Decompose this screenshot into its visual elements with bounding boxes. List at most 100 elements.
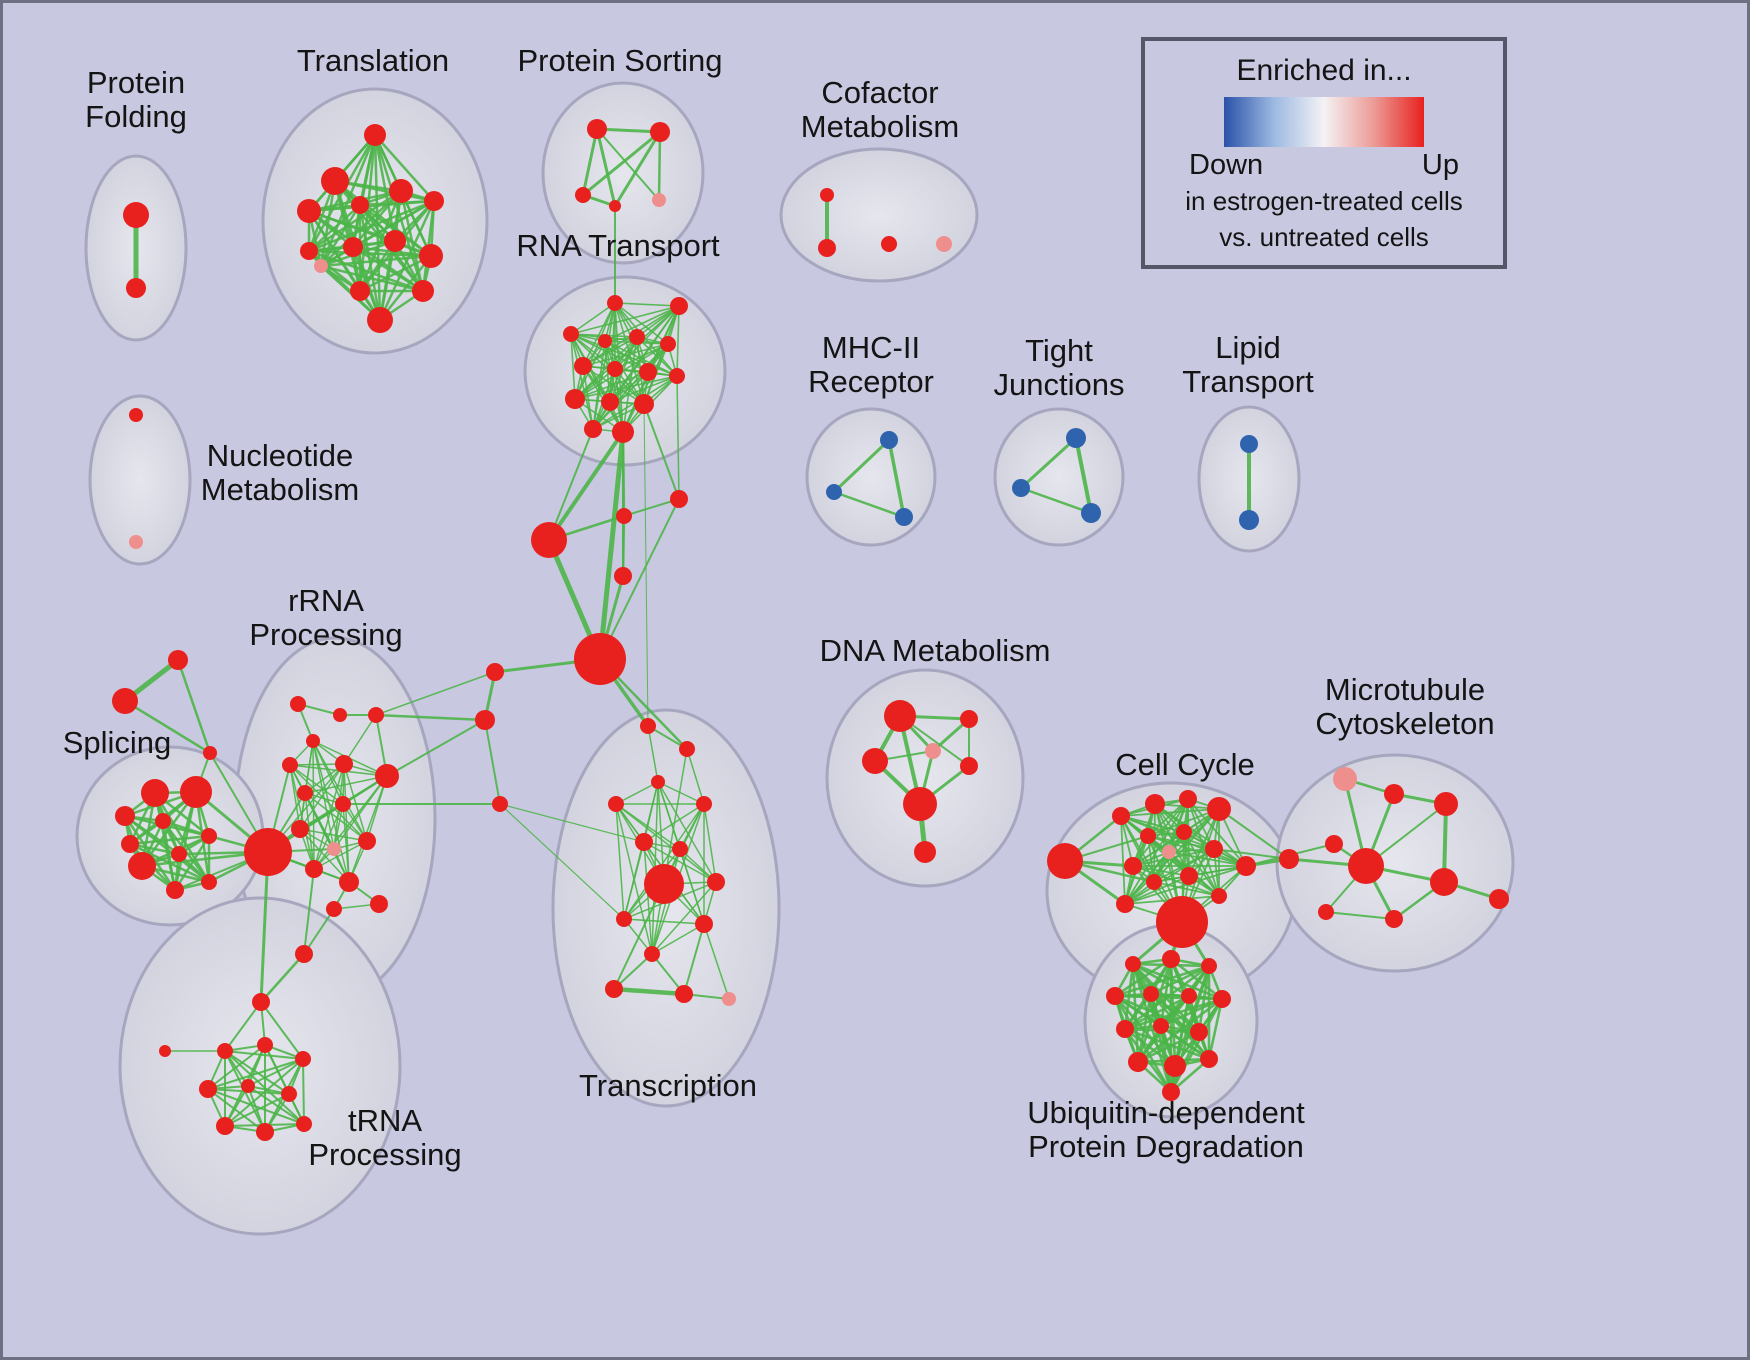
network-edge: [1213, 848, 1290, 860]
network-edge: [686, 748, 705, 805]
network-node-tx11: [695, 915, 713, 933]
network-node-rt6: [660, 336, 676, 352]
network-edge: [313, 775, 388, 870]
network-node-ub10: [1190, 1023, 1208, 1041]
cluster-label-protein-folding: Folding: [85, 99, 187, 134]
network-edge: [161, 819, 211, 838]
network-edge: [1147, 835, 1215, 850]
network-edge: [289, 764, 368, 842]
network-edge: [1132, 865, 1190, 877]
network-node-ub8: [1116, 1020, 1134, 1038]
network-edge: [651, 923, 705, 955]
network-node-rr3: [368, 707, 384, 723]
cluster-label-microtubule-cytoskeleton: Microtubule: [1325, 672, 1485, 707]
network-edge: [1124, 865, 1247, 905]
network-node-tp10: [296, 1116, 312, 1132]
network-node-mc6: [1348, 848, 1384, 884]
network-node-dm6: [903, 787, 937, 821]
network-edge: [1120, 815, 1126, 905]
network-node-ps1: [587, 119, 607, 139]
cluster-label-cofactor-metabolism: Metabolism: [801, 109, 960, 144]
cluster-label-ubiquitin-degradation: Ubiquitin-dependent: [1027, 1095, 1305, 1130]
network-node-rr9: [335, 796, 351, 812]
network-edge: [386, 719, 486, 777]
network-node-cc8: [1162, 845, 1176, 859]
network-node-tp1: [252, 993, 270, 1011]
network-edge: [570, 333, 616, 370]
network-edge: [1149, 964, 1211, 996]
network-node-sp7: [171, 846, 187, 862]
legend-down-label: Down: [1189, 149, 1264, 181]
network-edge: [307, 199, 436, 253]
network-node-sp6: [128, 852, 156, 880]
network-node-tx3: [651, 775, 665, 789]
network-node-rt15: [584, 420, 602, 438]
network-edge: [582, 365, 594, 430]
network-edge: [123, 699, 212, 755]
network-node-rt4: [598, 334, 612, 348]
network-edge: [299, 828, 350, 883]
network-node-cc7: [1176, 824, 1192, 840]
network-edge: [614, 343, 669, 370]
network-edge: [247, 1058, 304, 1087]
network-edge: [592, 336, 638, 430]
network-edge: [351, 245, 425, 293]
network-edge: [260, 1001, 304, 1060]
network-edge: [319, 254, 433, 268]
network-node-rr11: [327, 842, 341, 856]
network-edge: [1169, 957, 1224, 1001]
network-node-tx13: [605, 980, 623, 998]
network-node-tp2: [217, 1043, 233, 1059]
cluster-label-nucleotide-metabolism: Nucleotide: [207, 438, 353, 473]
cluster-label-ubiquitin-degradation: Protein Degradation: [1028, 1129, 1304, 1164]
network-edge: [1325, 911, 1395, 920]
legend-ends: Down Up: [1145, 147, 1503, 182]
network-edge: [703, 803, 717, 883]
network-node-tp8: [216, 1117, 234, 1135]
network-node-tx4: [608, 796, 624, 812]
network-node-ps3: [575, 187, 591, 203]
network-node-sp3: [115, 806, 135, 826]
network-node-rt12: [601, 393, 619, 411]
network-node-rr16: [326, 901, 342, 917]
network-node-rr12: [358, 832, 376, 850]
network-node-cc2: [1112, 807, 1130, 825]
network-node-bb2: [616, 508, 632, 524]
cluster-label-trna-processing: Processing: [308, 1137, 461, 1172]
network-node-tx14: [675, 985, 693, 1003]
network-edge: [378, 254, 433, 322]
network-edge: [499, 803, 625, 920]
cluster-label-mhc-ii-receptor: MHC-II: [822, 330, 920, 365]
network-edge: [224, 1093, 290, 1127]
network-node-mid1: [492, 796, 508, 812]
network-edge: [319, 264, 425, 293]
network-node-ub4: [1106, 987, 1124, 1005]
network-edge: [570, 333, 576, 400]
cluster-label-tight-junctions: Tight: [1025, 333, 1093, 368]
network-node-tx2: [679, 741, 695, 757]
network-node-ub14: [1162, 1083, 1180, 1101]
network-edge: [647, 725, 659, 783]
network-node-cc15: [1116, 895, 1134, 913]
network-node-dm4: [925, 743, 941, 759]
network-node-rt3: [563, 326, 579, 342]
network-edge: [1147, 798, 1189, 837]
network-edge: [1159, 957, 1173, 1028]
network-node-rt7: [574, 357, 592, 375]
network-edge: [302, 1058, 305, 1125]
cluster-ellipse-cofactor-metabolism: [779, 147, 979, 283]
network-node-mc10: [1318, 904, 1334, 920]
network-edge: [247, 1085, 305, 1125]
network-edge: [289, 764, 301, 830]
network-node-sp2: [180, 776, 212, 808]
network-edge: [343, 763, 368, 842]
network-edge: [374, 713, 487, 722]
network-edge: [582, 336, 638, 367]
network-edge: [1207, 997, 1224, 1061]
network-node-rr5: [282, 757, 298, 773]
network-node-bb7: [475, 710, 495, 730]
network-node-tx15: [722, 992, 736, 1006]
network-edge: [547, 430, 625, 542]
network-edge: [1159, 1024, 1173, 1094]
